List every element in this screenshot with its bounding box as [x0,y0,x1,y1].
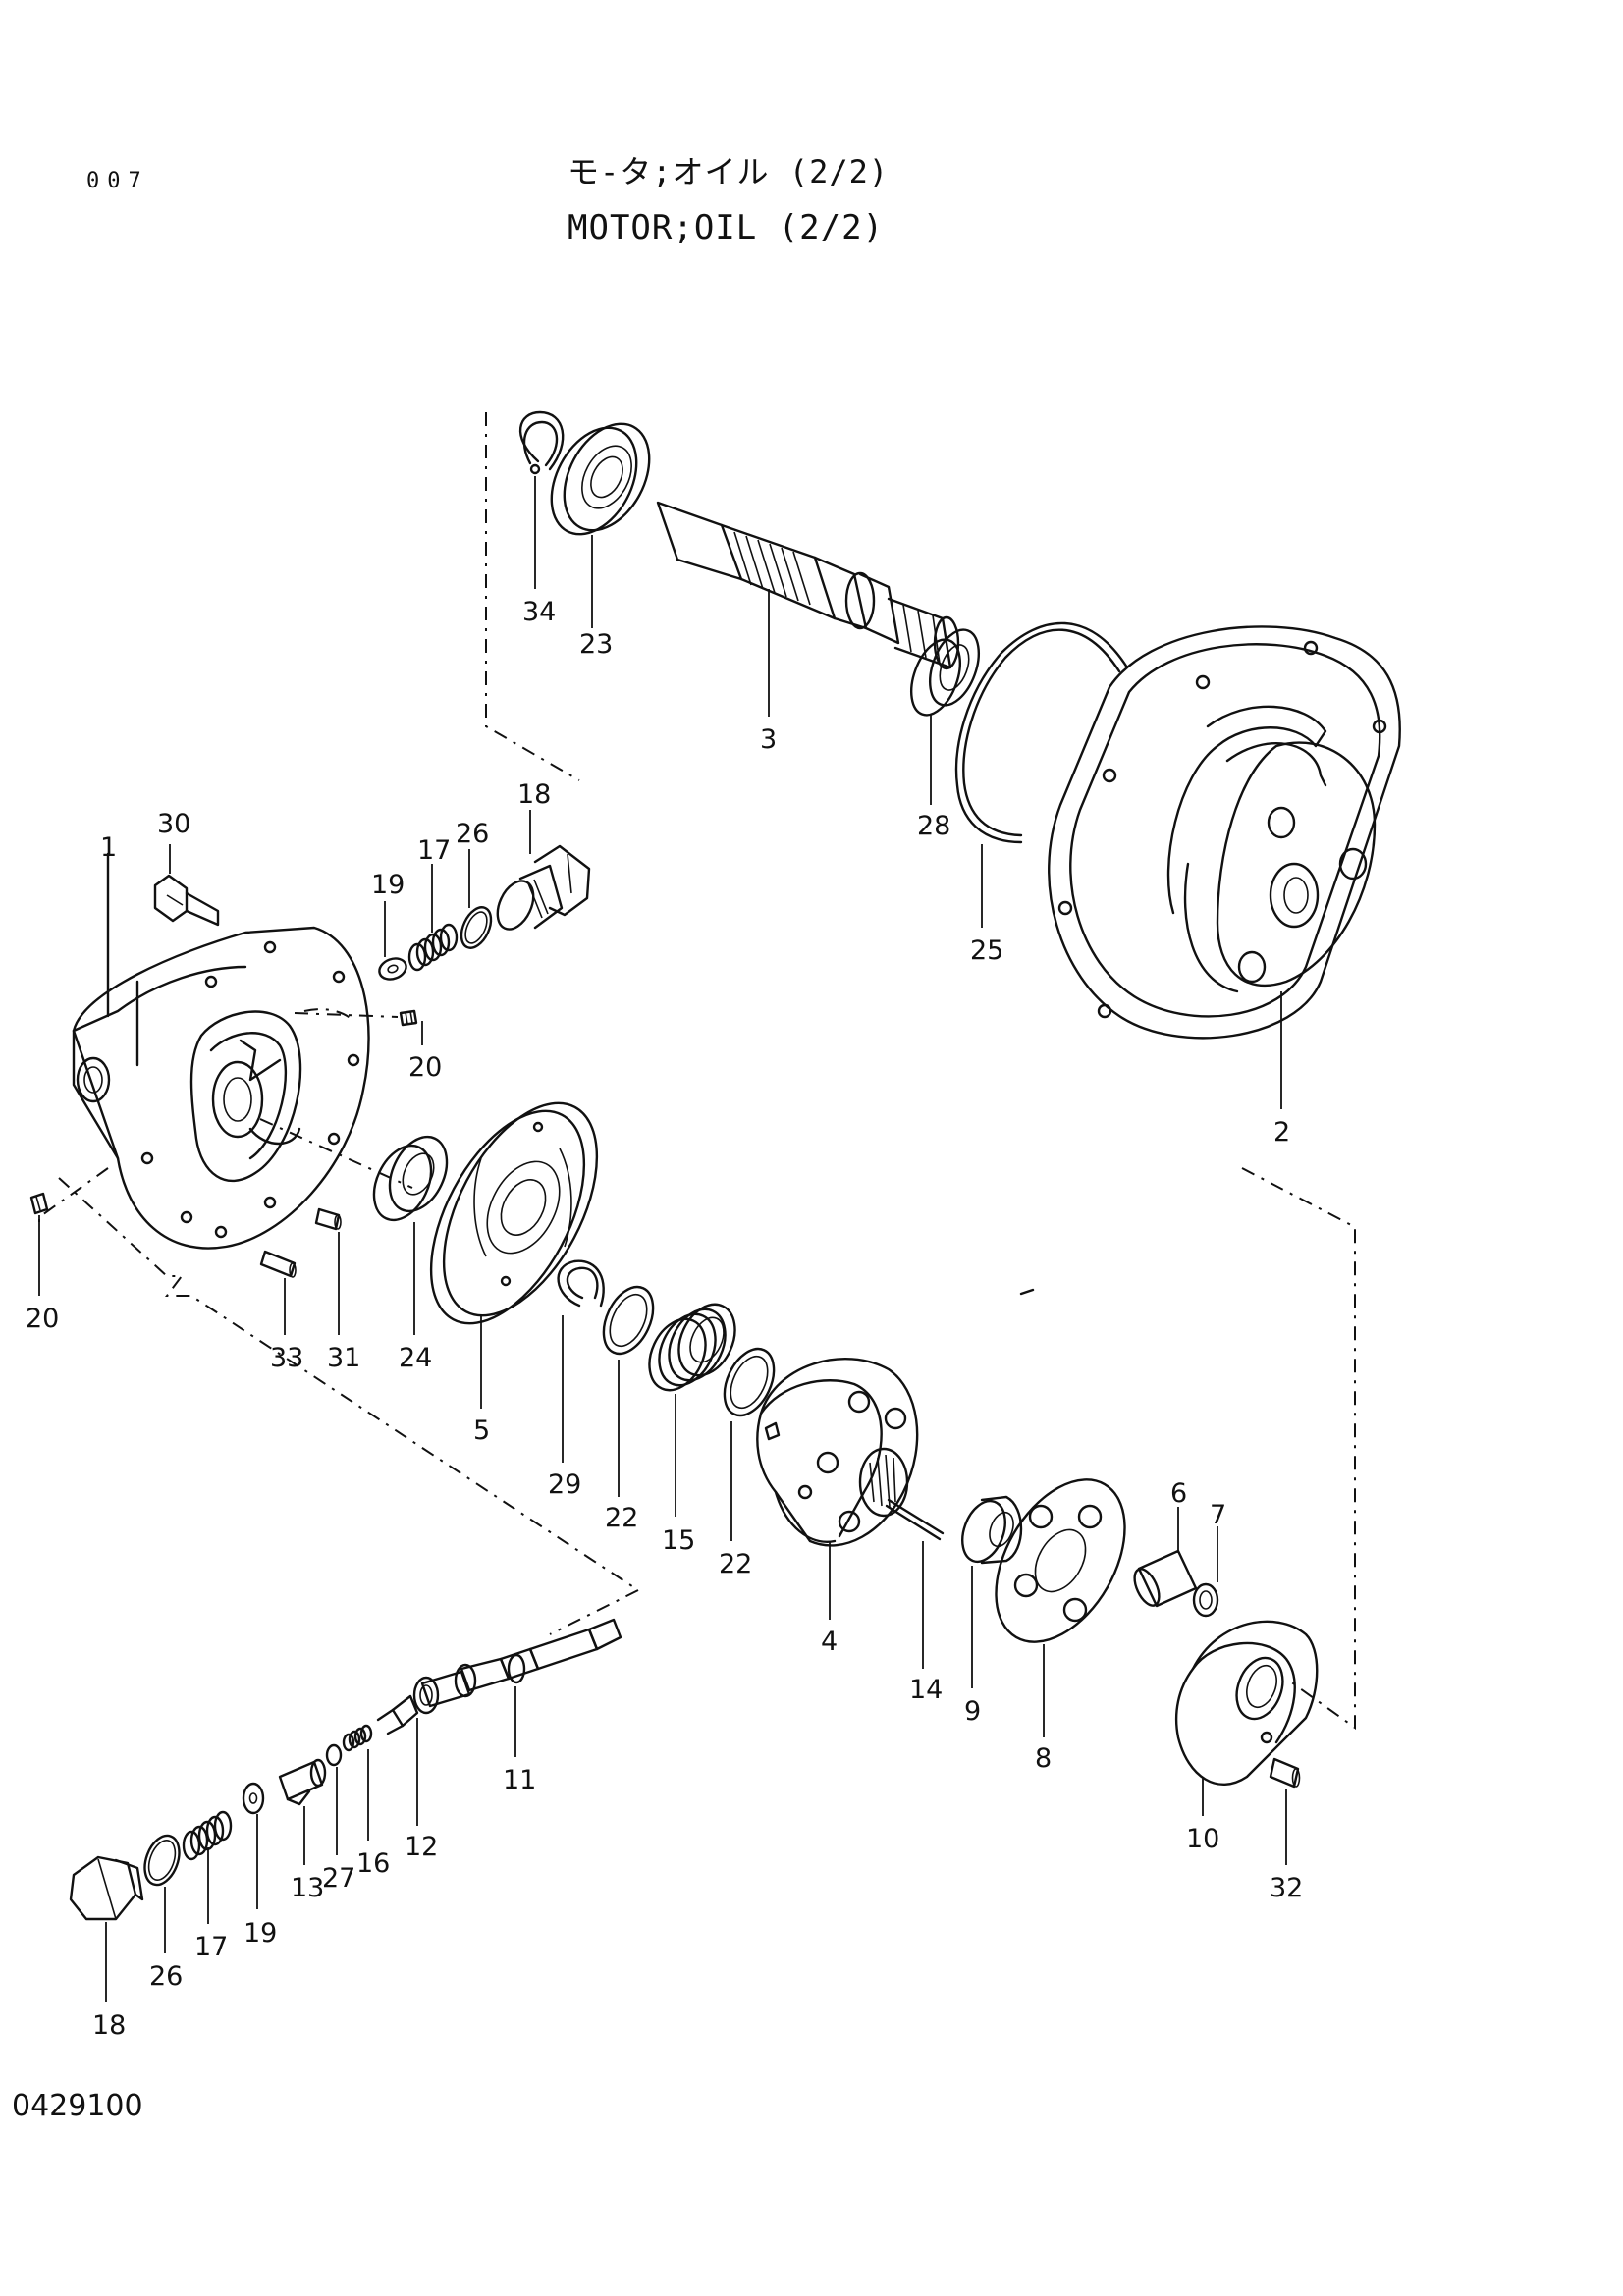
label-18-upper: 18 [517,779,551,810]
label-22-right: 22 [719,1549,752,1579]
title-english: MOTOR;OIL (2/2) [568,208,885,247]
label-32: 32 [1270,1873,1303,1903]
part-25-o-ring [954,621,1129,928]
phantom-line-upper [485,412,580,781]
part-27-o-ring-small [325,1743,343,1855]
title-japanese: モ-タ;オイル (2/2) [568,153,890,190]
label-14: 14 [909,1675,943,1705]
phantom-line-right [1241,1167,1356,1730]
part-30-bolt [153,844,220,927]
part-12-poppet [376,1694,419,1826]
part-10-end-cover [1174,1620,1319,1816]
label-20-lower: 20 [26,1304,59,1334]
label-3: 3 [760,724,777,755]
part-4-cylinder-block [756,1358,919,1620]
part-11-spool [412,1618,622,1757]
label-5: 5 [473,1415,490,1446]
part-6-pin [1133,1507,1198,1608]
part-32-pin [1269,1757,1301,1865]
label-4: 4 [821,1627,838,1657]
label-18-lower: 18 [92,2010,126,2041]
label-24: 24 [399,1343,432,1373]
label-29: 29 [548,1469,581,1500]
part-18-plug-upper [496,810,591,931]
part-33-pin [259,1250,297,1335]
label-12: 12 [405,1832,438,1862]
part-34-snap-ring [519,410,565,589]
part-labels: 34 23 3 28 25 2 30 18 26 17 19 1 20 20 3… [26,597,1303,2041]
label-8: 8 [1035,1743,1052,1774]
label-6: 6 [1170,1478,1187,1509]
part-17-spring-lower [182,1810,233,1924]
label-10: 10 [1186,1824,1219,1854]
part-7-ball [1192,1526,1219,1618]
label-17-upper: 17 [417,835,451,866]
part-2-motor-housing [1048,625,1401,1109]
drawing-number: 0429100 [12,2089,143,2123]
label-30: 30 [157,809,190,839]
label-1: 1 [100,832,117,863]
part-15-spring-pack [648,1303,736,1517]
part-5-valve-plate [429,1101,599,1409]
part-19-washer-upper [378,901,407,981]
label-20-upper: 20 [408,1052,442,1083]
label-27: 27 [322,1863,355,1894]
label-16: 16 [356,1848,390,1879]
part-31-pin [314,1207,342,1335]
label-28: 28 [917,811,950,841]
part-22-ring-right [723,1347,776,1541]
label-23: 23 [579,629,613,660]
label-9: 9 [964,1696,981,1727]
label-31: 31 [327,1343,360,1373]
part-20-plug-upper [294,1009,423,1045]
part-1-valve-cover [38,852,639,1591]
part-17-spring-upper [407,864,459,972]
label-25: 25 [970,935,1003,966]
part-23-bearing [550,422,651,628]
label-2: 2 [1273,1117,1290,1148]
part-22-ring-left [602,1285,655,1497]
label-7: 7 [1210,1500,1226,1530]
label-19-upper: 19 [371,870,405,900]
part-8-retainer-plate [995,1478,1126,1737]
label-19-lower: 19 [243,1918,277,1949]
label-11: 11 [503,1765,536,1795]
label-26-upper: 26 [456,819,489,849]
label-22-left: 22 [605,1503,638,1533]
label-13: 13 [291,1873,324,1903]
label-15: 15 [662,1525,695,1556]
page-code: 007 [86,169,149,193]
part-16-spring-small [342,1724,373,1841]
label-34: 34 [522,597,556,627]
part-18-plug-lower [69,1855,144,2002]
reference-mark [1019,1288,1035,1296]
label-26-lower: 26 [149,1961,183,1992]
label-33: 33 [270,1343,303,1373]
part-26-o-ring-upper [460,849,493,949]
part-29-snap-ring [557,1259,605,1463]
part-24-bearing [372,1135,449,1335]
part-28-oil-seal [910,628,980,805]
part-13-seat [278,1758,327,1865]
part-3-shaft [656,501,960,717]
part-19-washer-lower [242,1782,265,1909]
label-17-lower: 17 [194,1932,228,1962]
part-14-pin [885,1498,945,1669]
part-26-o-ring-lower [143,1834,181,1953]
part-9-bushing [961,1495,1023,1688]
part-20-plug-lower [29,1192,49,1296]
